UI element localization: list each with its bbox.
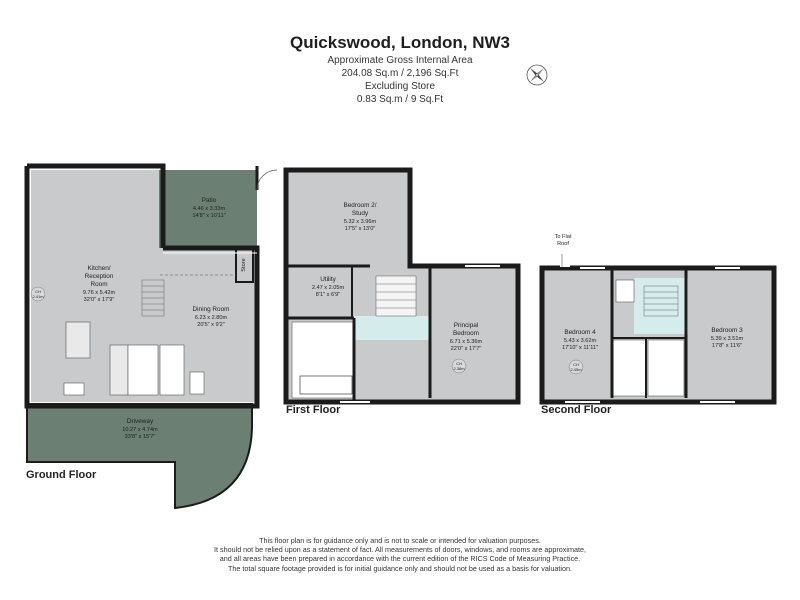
- utility-metric: 2.47 x 2.05m: [312, 285, 345, 291]
- bedroom3-metric: 5.39 x 3.51m: [711, 336, 744, 342]
- bedroom4-ch: CH: [573, 362, 579, 367]
- kitchen-name-3: Room: [90, 281, 107, 288]
- patio-name: Patio: [202, 197, 217, 204]
- area-label: Approximate Gross Internal Area: [327, 55, 473, 66]
- disclaimer-line: The total square footage provided is for…: [227, 563, 573, 573]
- first-floor-label: First Floor: [286, 404, 341, 416]
- bedroom4-imperial: 17'10" x 11'11": [562, 345, 598, 351]
- kitchen-name-2: Reception: [85, 273, 114, 280]
- bedroom3-name: Bedroom 3: [711, 327, 743, 334]
- store-name: Store: [241, 258, 247, 271]
- patio-area: [159, 170, 257, 248]
- flat-roof-label-2: Roof: [557, 241, 569, 247]
- second-floor-label: Second Floor: [541, 404, 612, 416]
- patio-imperial: 14'8" x 10'11": [192, 213, 225, 219]
- ceiling-height-marker: [451, 358, 467, 374]
- dining-name: Dining Room: [193, 306, 230, 313]
- second-floor-plan: [539, 254, 777, 405]
- principal-ch-value: 2.38m: [453, 366, 465, 371]
- landing-second: [634, 278, 688, 334]
- page-title: Quickswood, London, NW3: [289, 33, 511, 52]
- kitchen-ch-value: 2.41m: [32, 294, 44, 299]
- driveway-metric: 10.27 x 4.74m: [122, 427, 158, 433]
- kitchen-imperial: 32'0" x 17'9": [84, 297, 115, 303]
- bedroom4-metric: 5.43 x 3.62m: [564, 338, 597, 344]
- compass-rose-icon: [526, 64, 548, 86]
- principal-metric: 6.71 x 5.36m: [450, 339, 483, 345]
- driveway-area: [26, 403, 253, 510]
- bedroom4-ch-value: 2.45m: [570, 367, 582, 372]
- bedroom2-name-2: Study: [352, 210, 369, 217]
- excluding-store-label: Excluding Store: [364, 81, 436, 92]
- driveway-name: Driveway: [127, 418, 154, 425]
- ground-floor-label: Ground Floor: [26, 469, 97, 481]
- kitchen-name-1: Kitchen/: [87, 265, 110, 272]
- principal-name-2: Bedroom: [453, 330, 479, 337]
- disclaimer-line: It should not be relied upon as a statem…: [214, 545, 586, 555]
- principal-imperial: 22'0" x 17'7": [451, 346, 482, 352]
- driveway-imperial: 33'8" x 15'7": [125, 434, 156, 440]
- bedroom4-name: Bedroom 4: [564, 329, 596, 336]
- landing-first: [352, 316, 430, 340]
- ground-floor-plan: [24, 163, 278, 510]
- disclaimer-line: This floor plan is for guidance only and…: [259, 536, 541, 545]
- ceiling-height-marker: [568, 359, 584, 375]
- kitchen-metric: 9.76 x 5.42m: [83, 290, 116, 296]
- disclaimer-line: and all areas have been prepared in acco…: [219, 554, 581, 564]
- principal-name-1: Principal: [454, 322, 479, 329]
- bedroom2-name-1: Bedroom 2/: [343, 202, 376, 209]
- disclaimer: This floor plan is for guidance only and…: [0, 536, 800, 573]
- patio-metric: 4.46 x 3.33m: [193, 206, 226, 212]
- bedroom2-metric: 5.32 x 3.96m: [344, 219, 377, 225]
- excluding-store-value: 0.83 Sq.m / 9 Sq.Ft: [356, 94, 444, 105]
- second-interior: [544, 270, 772, 400]
- utility-name: Utility: [320, 276, 336, 283]
- area-value: 204.08 Sq.m / 2,196 Sq.Ft: [341, 68, 459, 79]
- dining-imperial: 20'5" x 9'2": [197, 322, 225, 328]
- principal-ch: CH: [456, 361, 462, 366]
- dining-metric: 6.23 x 2.80m: [195, 315, 228, 321]
- utility-imperial: 8'1" x 6'9": [316, 292, 340, 298]
- flat-roof-label-1: To Flat: [555, 234, 572, 240]
- ceiling-height-marker: [30, 286, 46, 302]
- bedroom2-imperial: 17'5" x 13'0": [345, 226, 376, 232]
- bedroom3-imperial: 17'8" x 11'6": [712, 343, 742, 349]
- first-floor-plan: [283, 167, 521, 405]
- kitchen-ch: CH: [35, 289, 41, 294]
